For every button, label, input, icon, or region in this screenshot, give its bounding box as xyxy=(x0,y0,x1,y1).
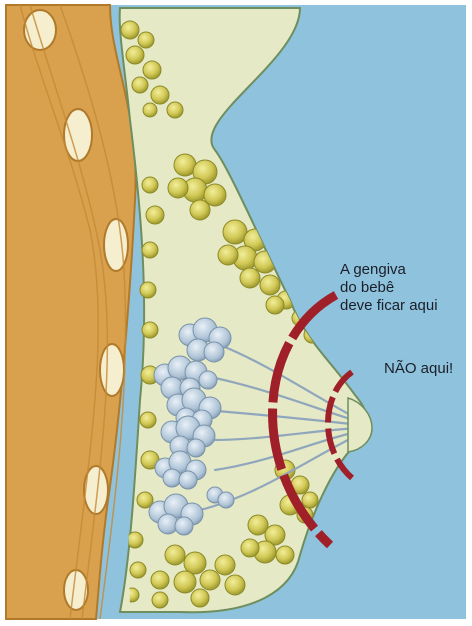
correct-latch-label-line-1: A gengiva xyxy=(340,261,438,279)
correct-latch-label: A gengiva do bebê deve ficar aqui xyxy=(340,261,438,315)
correct-latch-label-line-3: deve ficar aqui xyxy=(340,297,438,315)
wrong-latch-label: NÃO aqui! xyxy=(384,360,453,378)
correct-latch-label-line-2: do bebê xyxy=(340,279,438,297)
